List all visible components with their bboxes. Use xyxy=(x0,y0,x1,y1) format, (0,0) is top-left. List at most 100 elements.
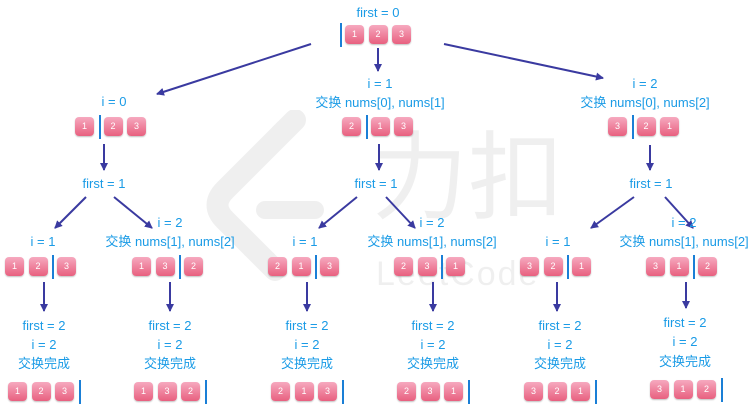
first-label: first = 2 xyxy=(285,318,329,333)
tree-edge-arrow xyxy=(156,43,312,96)
branch-i-label: i = 1 xyxy=(30,234,56,249)
array-element: 2 xyxy=(547,382,567,401)
array-element: 1 xyxy=(673,380,693,399)
first-label: first = 1 xyxy=(629,176,673,191)
swap-label: 交换 nums[1], nums[2] xyxy=(367,234,497,249)
split-bar xyxy=(441,255,443,279)
array-element: 2 xyxy=(543,257,563,276)
first-label: first = 2 xyxy=(411,318,455,333)
split-bar xyxy=(693,255,695,279)
swap-label: 交换 nums[0], nums[1] xyxy=(315,95,445,110)
array-element: 1 xyxy=(8,382,27,401)
array-element: 2 xyxy=(268,257,287,276)
root-first-label: first = 0 xyxy=(356,5,400,20)
split-bar xyxy=(52,255,54,279)
i-label: i = 2 xyxy=(547,337,573,352)
tree-edge-arrow xyxy=(54,196,87,229)
array-element: 3 xyxy=(57,257,76,276)
array-element: 3 xyxy=(646,257,665,276)
array-element: 2 xyxy=(636,117,656,136)
array-element: 1 xyxy=(5,257,24,276)
array-element: 1 xyxy=(291,257,311,276)
first-label: first = 2 xyxy=(663,315,707,330)
array-element: 2 xyxy=(394,257,413,276)
array-element: 3 xyxy=(420,382,440,401)
swap-done-label: 交换完成 xyxy=(280,356,334,371)
array-element: 3 xyxy=(394,117,413,136)
first-label: first = 2 xyxy=(148,318,192,333)
swap-done-label: 交换完成 xyxy=(658,354,712,369)
branch-i-label: i = 2 xyxy=(157,215,183,230)
array-element: 2 xyxy=(184,257,203,276)
array-element: 2 xyxy=(28,257,48,276)
array-element: 1 xyxy=(75,117,94,136)
swap-label: 交换 nums[0], nums[2] xyxy=(580,95,710,110)
tree-edge-arrow xyxy=(664,196,694,229)
array-element: 3 xyxy=(524,382,543,401)
swap-label: 交换 nums[1], nums[2] xyxy=(619,234,749,249)
split-bar xyxy=(631,115,634,139)
first-label: first = 1 xyxy=(354,176,398,191)
split-bar xyxy=(340,23,342,47)
array-element: 1 xyxy=(294,382,314,401)
array-element: 3 xyxy=(318,382,337,401)
split-bar xyxy=(467,380,470,404)
tree-edge-arrow xyxy=(443,43,604,81)
array-element: 1 xyxy=(669,257,689,276)
swap-done-label: 交换完成 xyxy=(17,356,71,371)
i-label: i = 2 xyxy=(31,337,57,352)
array-element: 1 xyxy=(660,117,679,136)
i-label: i = 2 xyxy=(420,337,446,352)
tree-edge-arrow xyxy=(318,196,358,229)
branch-i-label: i = 1 xyxy=(367,76,393,91)
branch-i-label: i = 2 xyxy=(632,76,658,91)
array-element: 3 xyxy=(55,382,74,401)
array-element: 3 xyxy=(392,25,411,44)
array-element: 1 xyxy=(446,257,465,276)
array-element: 2 xyxy=(342,117,361,136)
array-element: 2 xyxy=(181,382,200,401)
array-element: 1 xyxy=(444,382,463,401)
array-element: 2 xyxy=(698,257,717,276)
array-element: 2 xyxy=(397,382,416,401)
array-element: 1 xyxy=(370,117,390,136)
array-element: 3 xyxy=(650,380,669,399)
split-bar xyxy=(594,380,597,404)
array-element: 3 xyxy=(417,257,437,276)
array-element: 3 xyxy=(157,382,177,401)
array-element: 3 xyxy=(155,257,175,276)
branch-i-label: i = 2 xyxy=(671,215,697,230)
first-label: first = 2 xyxy=(22,318,66,333)
tree-edge-arrow xyxy=(385,196,416,229)
split-bar xyxy=(204,380,207,404)
split-bar xyxy=(365,115,368,139)
watermark-logo-icon xyxy=(206,110,324,281)
branch-i-label: i = 0 xyxy=(101,94,127,109)
array-element: 2 xyxy=(103,117,123,136)
split-bar xyxy=(179,255,181,279)
watermark-text-cn: 力扣 xyxy=(372,122,564,234)
array-element: 2 xyxy=(31,382,51,401)
array-element: 3 xyxy=(320,257,339,276)
array-element: 2 xyxy=(368,25,388,44)
split-bar xyxy=(315,255,317,279)
first-label: first = 1 xyxy=(82,176,126,191)
array-element: 3 xyxy=(127,117,146,136)
array-element: 2 xyxy=(697,380,716,399)
array-element: 1 xyxy=(134,382,153,401)
first-label: first = 2 xyxy=(538,318,582,333)
